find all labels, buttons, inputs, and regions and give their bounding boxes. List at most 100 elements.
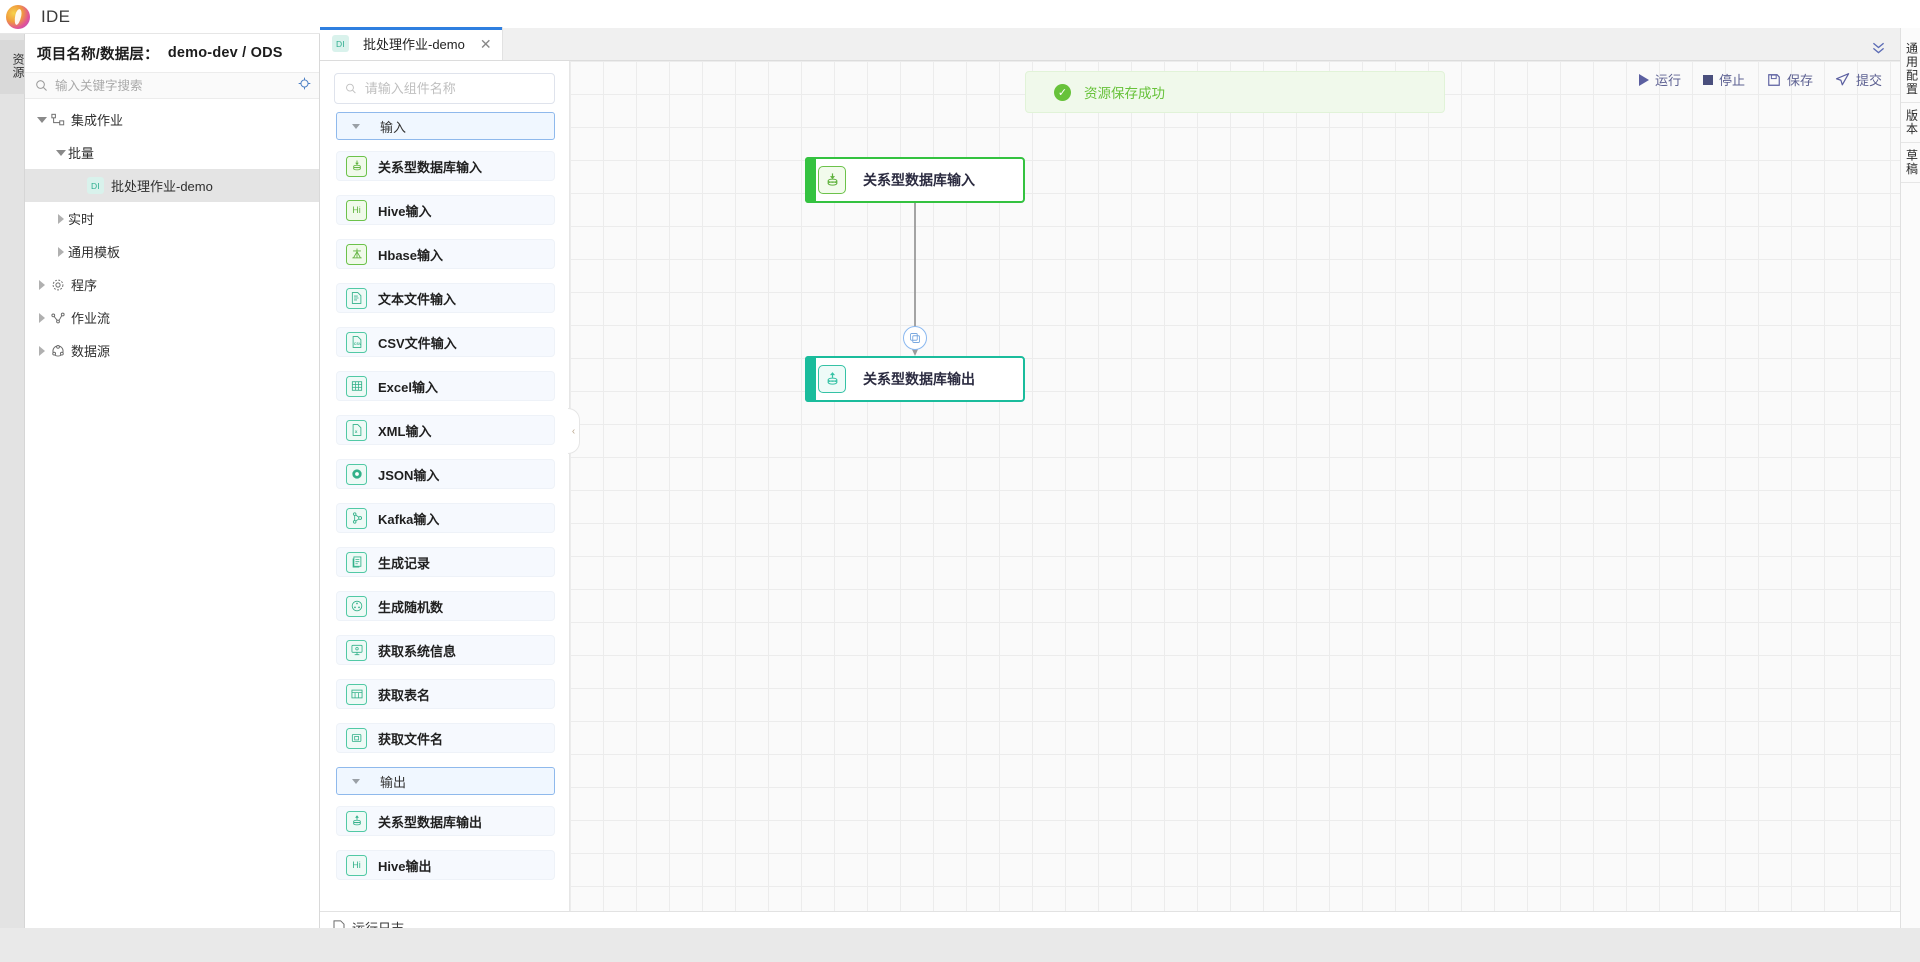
palette-item-0-8[interactable]: Kafka输入 [336, 503, 555, 533]
tab-label: 批处理作业-demo [363, 37, 465, 52]
csv-file-icon: CSV [346, 331, 367, 353]
caret-right-icon[interactable] [35, 279, 49, 290]
stop-icon [1702, 74, 1713, 85]
explorer-search[interactable] [25, 72, 319, 99]
hive-icon: Hi [346, 199, 367, 221]
tree-item-4[interactable]: 通用模板 [25, 235, 319, 268]
tree-item-6[interactable]: 作业流 [25, 301, 319, 334]
close-icon[interactable]: ✕ [479, 35, 492, 52]
palette-item-label: 获取系统信息 [378, 643, 457, 659]
rail-tab-general-config[interactable]: 通用配置 [1900, 36, 1920, 103]
explorer-header-value: demo-dev / ODS [167, 45, 283, 61]
di-badge-icon: DI [87, 177, 104, 194]
palette-item-label: Excel输入 [378, 379, 438, 395]
rail-tab-version[interactable]: 版本 [1900, 103, 1920, 143]
palette-item-label: 获取表名 [378, 687, 431, 703]
palette-item-label: 生成记录 [378, 555, 431, 571]
palette-item-label: 生成随机数 [378, 599, 444, 615]
palette-item-0-11[interactable]: 获取系统信息 [336, 635, 555, 665]
tree-item-3[interactable]: 实时 [25, 202, 319, 235]
stop-button-label: 停止 [1718, 73, 1745, 88]
stop-button[interactable]: 停止 [1702, 70, 1745, 89]
search-icon [346, 83, 356, 94]
sitemap-icon [49, 113, 67, 127]
palette-item-label: 文本文件输入 [378, 291, 457, 307]
component-search-input[interactable] [364, 81, 544, 96]
palette-group-input[interactable]: 输入 [336, 112, 555, 140]
rail-tab-draft[interactable]: 草稿 [1900, 143, 1920, 183]
page-title: 项目名称/数据层： demo-dev / ODS [25, 34, 319, 72]
submit-button[interactable]: 提交 [1835, 70, 1882, 89]
caret-down-icon[interactable] [54, 149, 68, 156]
flow-canvas[interactable]: ✓ 资源保存成功 运行 停止 [570, 61, 1900, 928]
copy-node-icon[interactable] [903, 326, 927, 350]
hive-icon: Hi [346, 854, 367, 876]
search-input[interactable] [55, 78, 309, 93]
palette-item-label: 关系型数据库输出 [378, 814, 483, 830]
table-name-icon [346, 683, 367, 705]
submit-button-label: 提交 [1855, 73, 1882, 88]
tree-item-7[interactable]: 数据源 [25, 334, 319, 367]
database-out-icon [346, 810, 367, 832]
toast-notification: ✓ 资源保存成功 [1025, 71, 1445, 113]
caret-down-icon [352, 778, 360, 784]
tree-item-0[interactable]: 集成作业 [25, 103, 319, 136]
tab-batch-job-demo[interactable]: DI 批处理作业-demo ✕ [320, 27, 503, 60]
hbase-icon [346, 243, 367, 265]
tree-item-label: 作业流 [71, 311, 111, 326]
palette-item-1-0[interactable]: 关系型数据库输出 [336, 806, 555, 836]
palette-item-0-12[interactable]: 获取表名 [336, 679, 555, 709]
chevron-left-icon: ‹ [571, 425, 576, 437]
palette-item-0-2[interactable]: Hbase输入 [336, 239, 555, 269]
caret-right-icon[interactable] [35, 345, 49, 356]
palette-item-0-9[interactable]: 生成记录 [336, 547, 555, 577]
node-relational-db-input[interactable]: 关系型数据库输入 [805, 157, 1025, 203]
palette-item-0-7[interactable]: JSON输入 [336, 459, 555, 489]
node-label: 关系型数据库输出 [863, 371, 975, 387]
palette-item-0-5[interactable]: Excel输入 [336, 371, 555, 401]
rail-tab-resources[interactable]: 资源 [0, 40, 25, 94]
palette-item-0-0[interactable]: 关系型数据库输入 [336, 151, 555, 181]
run-button-label: 运行 [1654, 73, 1681, 88]
caret-right-icon[interactable] [54, 213, 68, 224]
workflow-icon [49, 311, 67, 325]
palette-item-0-3[interactable]: 文本文件输入 [336, 283, 555, 313]
caret-right-icon[interactable] [54, 246, 68, 257]
palette-search[interactable] [334, 73, 555, 104]
tree-item-5[interactable]: 程序 [25, 268, 319, 301]
flame-logo-icon [6, 4, 30, 29]
node-relational-db-output[interactable]: 关系型数据库输出 [805, 356, 1025, 402]
palette-item-label: Kafka输入 [378, 511, 440, 527]
tree-item-label: 集成作业 [71, 113, 124, 128]
run-button[interactable]: 运行 [1638, 70, 1681, 89]
save-button[interactable]: 保存 [1767, 70, 1813, 89]
text-file-icon [346, 287, 367, 309]
palette-item-0-13[interactable]: 获取文件名 [336, 723, 555, 753]
caret-right-icon[interactable] [35, 312, 49, 323]
tree-item-1[interactable]: 批量 [25, 136, 319, 169]
submit-icon [1835, 73, 1850, 86]
database-in-icon [818, 166, 846, 194]
caret-down-icon[interactable] [35, 116, 49, 123]
palette-group-output[interactable]: 输出 [336, 767, 555, 795]
play-icon [1638, 73, 1649, 86]
palette-item-label: Hive输出 [378, 858, 432, 874]
palette-item-0-10[interactable]: 生成随机数 [336, 591, 555, 621]
double-chevron-down-icon[interactable] [1870, 39, 1887, 60]
canvas-toolbar: 运行 停止 保存 [1638, 70, 1882, 89]
generate-records-icon [346, 551, 367, 573]
explorer-panel: 项目名称/数据层： demo-dev / ODS 集成作业批量DI批处理作业-d… [25, 34, 320, 928]
palette-collapse-handle[interactable]: ‹ [568, 408, 580, 454]
svg-text:CSV: CSV [353, 342, 361, 346]
palette-item-1-1[interactable]: Hi Hive输出 [336, 850, 555, 880]
crosshair-icon[interactable] [298, 77, 311, 95]
svg-text:x: x [354, 429, 357, 434]
